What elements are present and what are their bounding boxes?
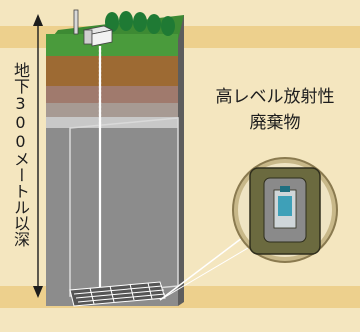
- grass-layer: [46, 34, 178, 56]
- soil-layer: [46, 56, 178, 86]
- depth-label: 地下300メートル以深: [11, 62, 30, 247]
- ground-block-side: [178, 15, 184, 306]
- waste-label: 高レベル放射性 廃棄物: [200, 84, 350, 136]
- waste-container-zoom: [232, 157, 338, 263]
- depth-arrow: [33, 14, 43, 298]
- disposal-tunnels: [69, 281, 166, 307]
- waste-label-line1: 高レベル放射性: [215, 87, 335, 107]
- zoom-line-2: [159, 247, 249, 301]
- waste-label-line2: 廃棄物: [249, 113, 301, 133]
- surface-facility: [73, 9, 114, 47]
- deep-rock-layer: [46, 128, 178, 306]
- rock-layer-1: [46, 86, 178, 103]
- rock-layer-2: [46, 103, 178, 117]
- rock-layer-3: [46, 117, 178, 128]
- zoom-line-1: [159, 237, 243, 301]
- trees: [105, 11, 175, 36]
